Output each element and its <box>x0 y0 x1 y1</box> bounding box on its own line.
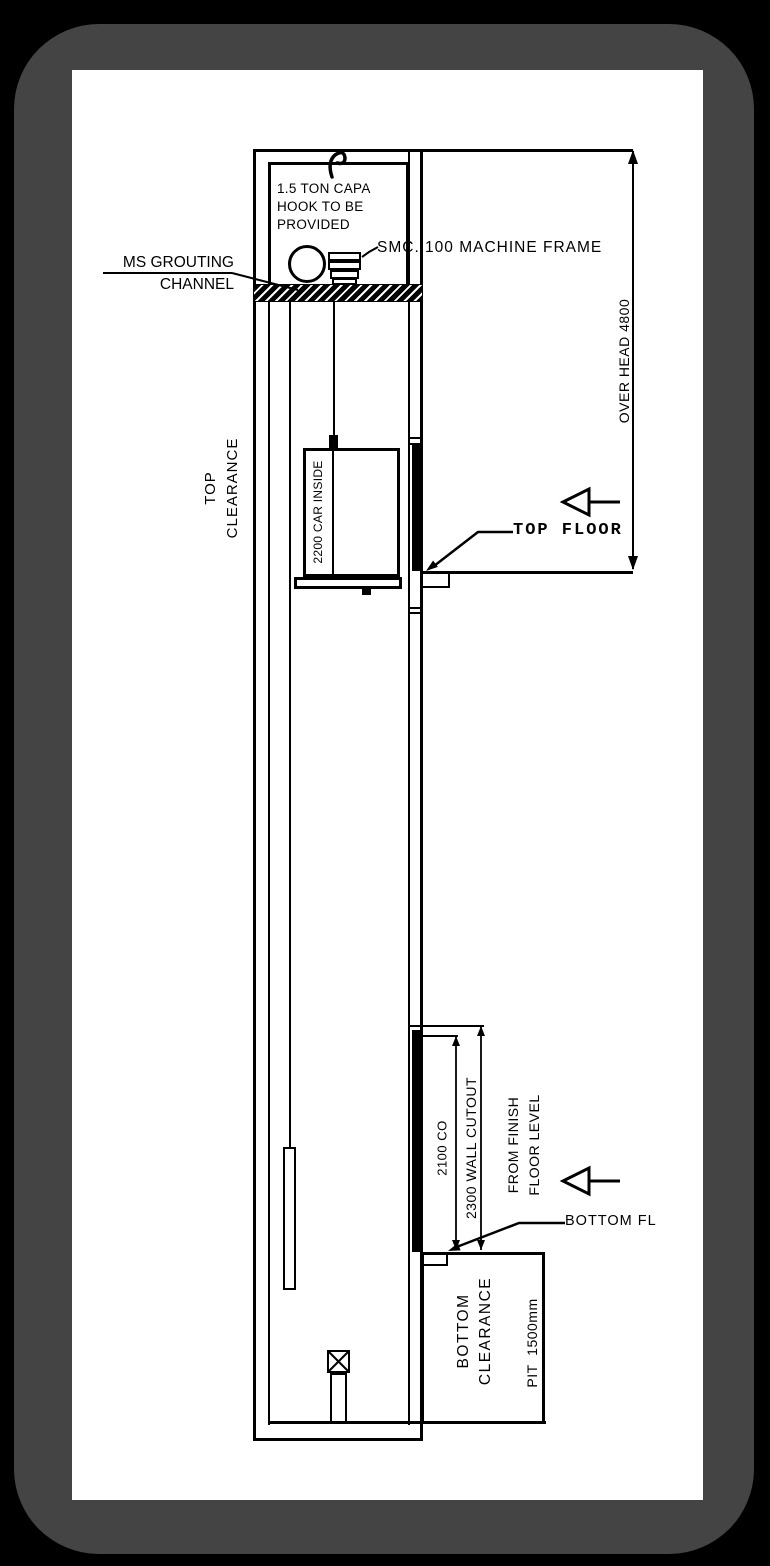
wall-cutout-top-tick <box>410 1025 484 1027</box>
car-suspension-rope <box>333 302 335 436</box>
buffer-head <box>327 1350 350 1373</box>
top-clearance-label: TOP CLEARANCE <box>202 437 241 539</box>
bottom-clearance-label: BOTTOM CLEARANCE <box>455 1276 494 1386</box>
clear-opening-dimension-line <box>452 1036 460 1250</box>
rail-joint-tick-4 <box>408 612 420 614</box>
grouting-channel-label: MS GROUTING CHANNEL <box>122 254 234 293</box>
car-platform-sill <box>294 577 402 589</box>
drawing-sheet: 1.5 TON CAPA HOOK TO BE PROVIDED SMC. 10… <box>72 70 703 1500</box>
leader-arrowhead-icon <box>426 560 438 571</box>
grouting-channel-hatch <box>253 284 423 302</box>
rail-joint-tick-1 <box>408 437 420 439</box>
clear-opening-label: 2100 CO <box>434 1120 450 1176</box>
bottom-floor-leader <box>448 1221 565 1251</box>
shaft-right-wall-outer <box>420 149 423 1441</box>
dimension-arrow-up-icon <box>628 150 638 164</box>
clear-opening-top-tick <box>422 1035 458 1037</box>
left-arrow-icon <box>559 486 591 518</box>
top-floor-label: TOP FLOOR <box>513 521 623 540</box>
counterweight <box>283 1147 296 1290</box>
top-floor-slab-edge <box>421 571 450 588</box>
rail-joint-tick-3 <box>408 607 420 609</box>
shaft-left-wall-outer <box>253 149 256 1441</box>
bottom-floor-direction-arrow <box>559 1165 620 1197</box>
elevator-car-box <box>303 448 400 577</box>
pit-depth-label: PIT 1500mm <box>523 1298 540 1388</box>
left-arrow-icon <box>559 1165 591 1197</box>
leader-arrowhead-icon <box>448 1243 461 1251</box>
shaft-right-wall-inner <box>408 149 410 1425</box>
traction-motor-sheave <box>288 245 326 283</box>
pit-slab-bottom-line <box>253 1438 423 1441</box>
machine-frame-label: SMC. 100 MACHINE FRAME <box>377 239 603 256</box>
rail-joint-tick-2 <box>408 443 420 445</box>
bottom-floor-label: BOTTOM FL <box>565 1213 657 1229</box>
hook-capacity-note: 1.5 TON CAPA HOOK TO BE PROVIDED <box>277 181 371 232</box>
counterweight-rope <box>289 302 291 1147</box>
bottom-floor-slab-edge <box>421 1252 448 1266</box>
overhead-dimension-label: OVER HEAD 4800 <box>615 298 632 424</box>
top-floor-leader <box>426 530 513 571</box>
bottom-clearance-box <box>421 1252 545 1424</box>
machine-frame-slat-2 <box>328 261 361 270</box>
top-landing-door-section <box>412 445 421 571</box>
car-inside-label: 2200 CAR INSIDE <box>311 460 326 564</box>
pit-floor-line <box>268 1421 546 1424</box>
shaft-top-slab-line <box>253 149 633 152</box>
machine-frame-foot <box>332 278 357 285</box>
wall-cutout-label: 2300 WALL CUTOUT <box>462 1076 479 1220</box>
buffer-stand <box>330 1373 347 1423</box>
top-floor-slab-line <box>421 571 633 574</box>
car-rope-hitch <box>329 435 338 449</box>
bottom-landing-door-section <box>412 1030 421 1252</box>
car-inner-wall-line <box>332 448 334 577</box>
dimension-arrow-down-icon <box>628 556 638 570</box>
machine-frame-slat-1 <box>328 252 361 261</box>
top-floor-direction-arrow <box>559 486 620 518</box>
from-finish-floor-label: FROM FINISH FLOOR LEVEL <box>505 1094 542 1196</box>
shaft-left-wall-inner <box>268 162 270 1425</box>
car-platform-notch <box>362 589 371 595</box>
